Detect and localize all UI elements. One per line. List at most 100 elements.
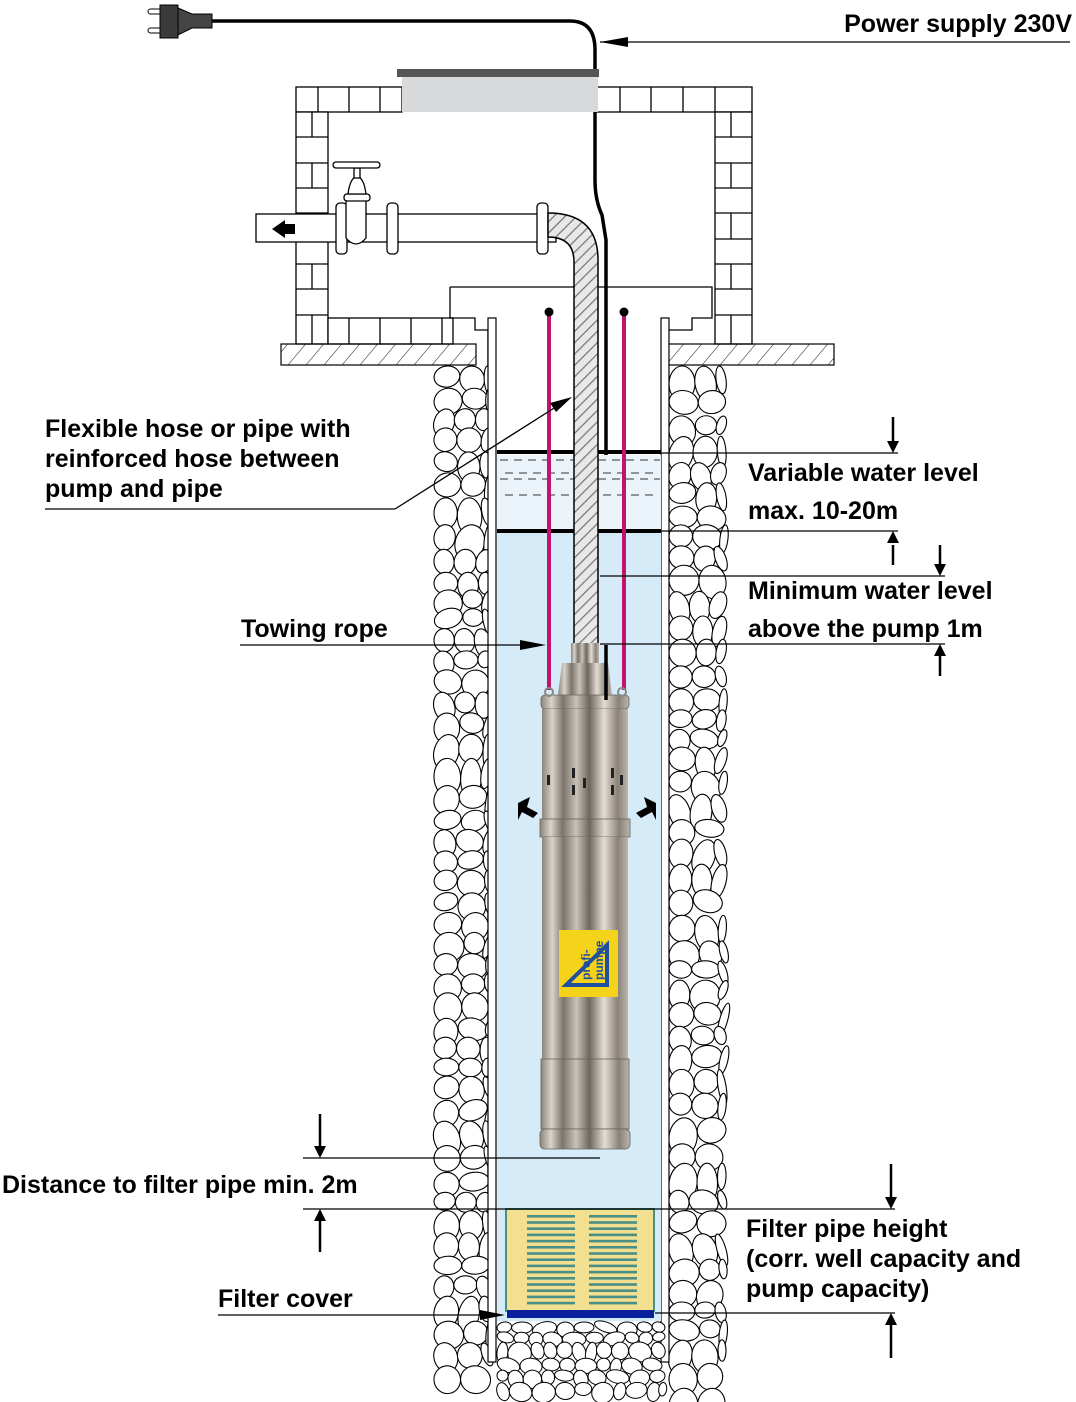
filter-slot (589, 1239, 637, 1243)
stone (460, 973, 486, 995)
stone (433, 869, 458, 892)
well-lid-top (397, 69, 599, 77)
stone (692, 889, 723, 914)
filter-slot (527, 1277, 575, 1280)
stone (710, 793, 728, 823)
stone (694, 415, 718, 436)
filter-cover (507, 1310, 654, 1318)
stone (717, 914, 727, 944)
stone (691, 709, 717, 730)
label-flexible-hose-line2: reinforced hose between (45, 445, 340, 473)
label-minimum-water-level-line2: above the pump 1m (748, 615, 983, 643)
stone (433, 451, 458, 473)
stone (716, 1162, 727, 1191)
stone (718, 1258, 728, 1280)
filter-slot (527, 1252, 575, 1255)
filter-slot (589, 1221, 637, 1224)
stone (433, 809, 462, 831)
power-arrow-icon (600, 37, 628, 47)
stone (696, 1117, 727, 1144)
stone (652, 1331, 666, 1342)
filter-slot (527, 1301, 575, 1305)
filter-slot (589, 1252, 637, 1255)
ground-left (280, 343, 477, 366)
stone (574, 1381, 593, 1396)
filter-slot (589, 1289, 637, 1292)
stone (458, 1057, 483, 1078)
stone (433, 627, 455, 653)
stone (668, 1301, 696, 1323)
stone (690, 1025, 715, 1046)
filter-slot (589, 1246, 637, 1249)
stone (695, 638, 717, 667)
stone (694, 818, 725, 838)
rope-arrow-icon (520, 640, 546, 650)
filter-slot (527, 1270, 575, 1274)
stone (636, 1321, 653, 1333)
stone (717, 729, 728, 748)
filter-slot (589, 1233, 637, 1237)
stone (668, 1210, 698, 1234)
stone (433, 548, 455, 575)
annotation-arrows (314, 37, 946, 1358)
brand-badge: profi- pumpe (559, 930, 618, 997)
filter-slot (589, 1283, 637, 1286)
stone (585, 1331, 604, 1344)
intake-arrow-right-icon (636, 797, 656, 820)
filter-slot (589, 1215, 637, 1218)
filter-slot (527, 1221, 575, 1224)
well-lid (402, 74, 598, 112)
stone (718, 770, 729, 795)
stone (713, 838, 728, 868)
stone (433, 1365, 462, 1395)
stone (587, 1369, 607, 1386)
stone (668, 524, 694, 548)
brand-text-1: profi- (579, 949, 593, 980)
outlet-pipe (255, 197, 557, 255)
stone (714, 665, 727, 688)
filter-slot (527, 1289, 575, 1292)
stone (625, 1381, 648, 1399)
stone (573, 1321, 595, 1334)
stone (668, 709, 693, 728)
stone (433, 427, 458, 453)
filter-pipe (505, 1208, 655, 1318)
filter-slot (527, 1246, 575, 1249)
stone (668, 746, 696, 772)
label-flexible-hose-line3: pump and pipe (45, 475, 223, 503)
stone (696, 1210, 727, 1238)
filter-slot (589, 1270, 637, 1274)
stone (433, 365, 461, 388)
stone (688, 1189, 719, 1215)
filter-slot (589, 1264, 637, 1268)
hose-arrow-icon (550, 397, 572, 412)
stone (460, 472, 486, 497)
stone (668, 889, 694, 917)
stone (460, 1365, 492, 1395)
stone (508, 1381, 533, 1402)
label-flexible-hose-line1: Flexible hose or pipe with (45, 415, 351, 443)
filter-slot (589, 1258, 637, 1261)
filter-slot (527, 1227, 575, 1230)
stone (433, 524, 456, 551)
filter-slot (527, 1283, 575, 1286)
stone (433, 892, 459, 912)
label-filter-cover: Filter cover (218, 1285, 353, 1313)
stone (668, 665, 693, 689)
label-filter-pipe-height-line2: (corr. well capacity and (746, 1245, 1021, 1273)
stone (596, 1357, 611, 1372)
filter-slot (527, 1239, 575, 1243)
well-casing-left (487, 317, 497, 1363)
well-bottom-gravel (496, 1320, 668, 1402)
label-filter-pipe-height-line3: pump capacity) (746, 1275, 929, 1303)
power-plug-icon (147, 4, 213, 39)
stone (668, 1387, 699, 1402)
stone (717, 1339, 727, 1362)
brand-text-2: pumpe (592, 940, 606, 980)
filter-slot (589, 1295, 637, 1299)
stone (613, 1382, 627, 1401)
annotation-lines (45, 41, 1070, 1316)
stone (433, 1057, 460, 1077)
filter-slot (589, 1301, 637, 1305)
stone (715, 482, 728, 512)
